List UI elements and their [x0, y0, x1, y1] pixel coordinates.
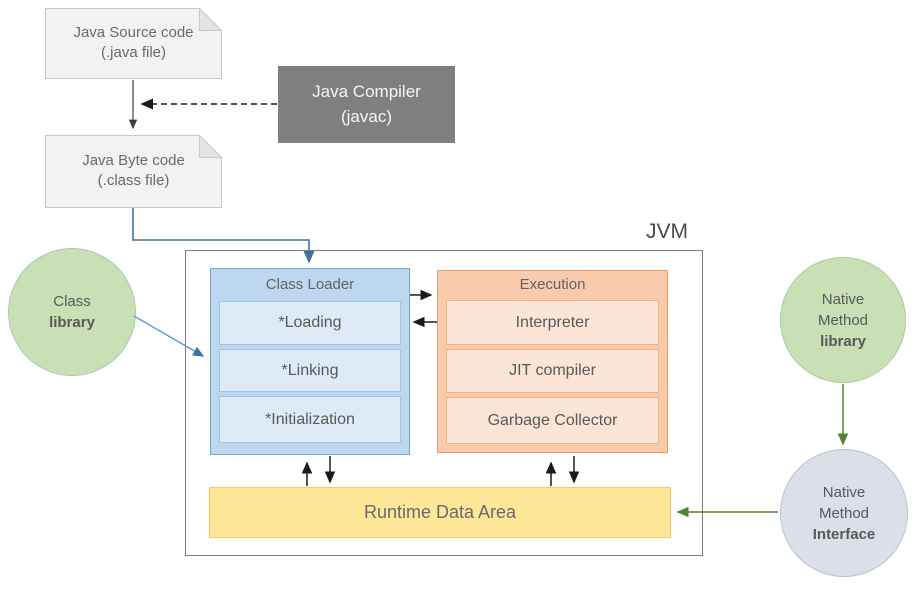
- class-loader-title: Class Loader: [265, 275, 355, 293]
- class-loader-item-loading: *Loading: [219, 301, 401, 345]
- nm-interface-line1: Native: [822, 483, 866, 501]
- java-source-line2: (.java file): [100, 44, 167, 61]
- execution-title: Execution: [519, 276, 586, 294]
- execution-item-interpreter: Interpreter: [446, 300, 659, 345]
- java-bytecode-doc-shape: [45, 134, 223, 208]
- class-library-line1: Class: [53, 293, 91, 310]
- native-method-interface-circle: Native Method Interface: [780, 449, 908, 577]
- runtime-data-area: Runtime Data Area: [209, 487, 671, 538]
- native-method-library-circle: Native Method library: [780, 257, 906, 383]
- nm-library-line2: Method: [817, 311, 869, 329]
- nm-library-line3: library: [820, 332, 866, 350]
- java-bytecode-node: Java Byte code (.class file): [45, 135, 222, 207]
- java-bytecode-line1: Java Byte code: [82, 151, 185, 169]
- class-library-circle: Class library: [8, 248, 136, 376]
- java-source-doc-shape: [45, 7, 223, 79]
- class-loader-group: Class Loader *Loading *Linking *Initiali…: [210, 268, 410, 455]
- nm-library-line1: Native: [821, 290, 865, 308]
- java-source-code-node: Java Source code (.java file): [45, 8, 222, 78]
- class-loader-item-linking: *Linking: [219, 349, 401, 392]
- execution-items: Interpreter JIT compiler Garbage Collect…: [438, 300, 667, 444]
- execution-group: Execution Interpreter JIT compiler Garba…: [437, 270, 668, 453]
- class-loader-items: *Loading *Linking *Initialization: [211, 301, 409, 443]
- jvm-boundary-box: [185, 250, 703, 556]
- java-source-line1: Java Source code: [73, 23, 194, 41]
- nm-interface-line3: Interface: [812, 525, 876, 543]
- execution-item-jit-compiler: JIT compiler: [446, 349, 659, 393]
- java-compiler-node: Java Compiler (javac): [278, 66, 455, 143]
- execution-item-garbage-collector: Garbage Collector: [446, 397, 659, 444]
- class-loader-item-initialization: *Initialization: [219, 396, 401, 443]
- jvm-title: JVM: [646, 219, 688, 243]
- java-bytecode-line2: (.class file): [97, 172, 170, 189]
- java-compiler-line2: (javac): [340, 106, 392, 126]
- nm-interface-line2: Method: [818, 504, 870, 522]
- class-library-line2: library: [49, 314, 95, 331]
- java-compiler-line1: Java Compiler: [312, 81, 421, 101]
